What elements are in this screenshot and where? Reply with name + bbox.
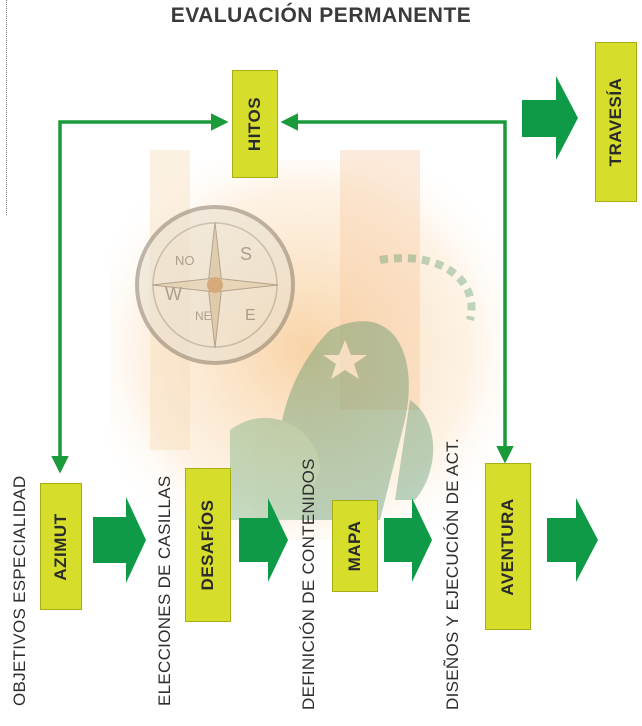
diagram-title: EVALUACIÓN PERMANENTE [170,4,472,27]
block-arrow-2 [239,498,288,582]
azimut-box: AZIMUT [40,483,82,610]
connector-hitos-aventura [280,113,514,464]
label-disenos-ejecucion: DISEÑOS Y EJECUCIÓN DE ACT. [443,438,462,710]
desafios-label: DESAFÍOS [198,499,217,591]
label-elecciones-casillas: ELECCIONES DE CASILLAS [155,475,174,706]
block-arrow-4 [547,498,598,582]
block-arrow-1 [93,497,146,583]
svg-text:S: S [240,244,252,264]
left-edge-dotted-line [0,0,7,215]
block-arrow-3 [384,498,432,582]
mapa-box: MAPA [332,500,378,592]
hitos-box: HITOS [232,70,278,178]
travesia-label: TRAVESÍA [606,77,625,167]
azimut-label: AZIMUT [51,512,70,581]
desafios-box: DESAFÍOS [185,468,231,622]
label-objetivos-especialidad: OBJETIVOS ESPECIALIDAD [10,475,29,707]
svg-text:E: E [245,307,256,324]
connector-azimut-hitos [51,113,229,474]
travesia-box: TRAVESÍA [595,42,637,202]
label-definicion-contenidos: DEFINICIÓN DE CONTENIDOS [299,458,318,710]
aventura-box: AVENTURA [485,463,531,630]
aventura-label: AVENTURA [498,497,517,596]
block-arrow-travesia [522,76,578,160]
mapa-label: MAPA [345,520,364,572]
hitos-label: HITOS [245,96,264,152]
